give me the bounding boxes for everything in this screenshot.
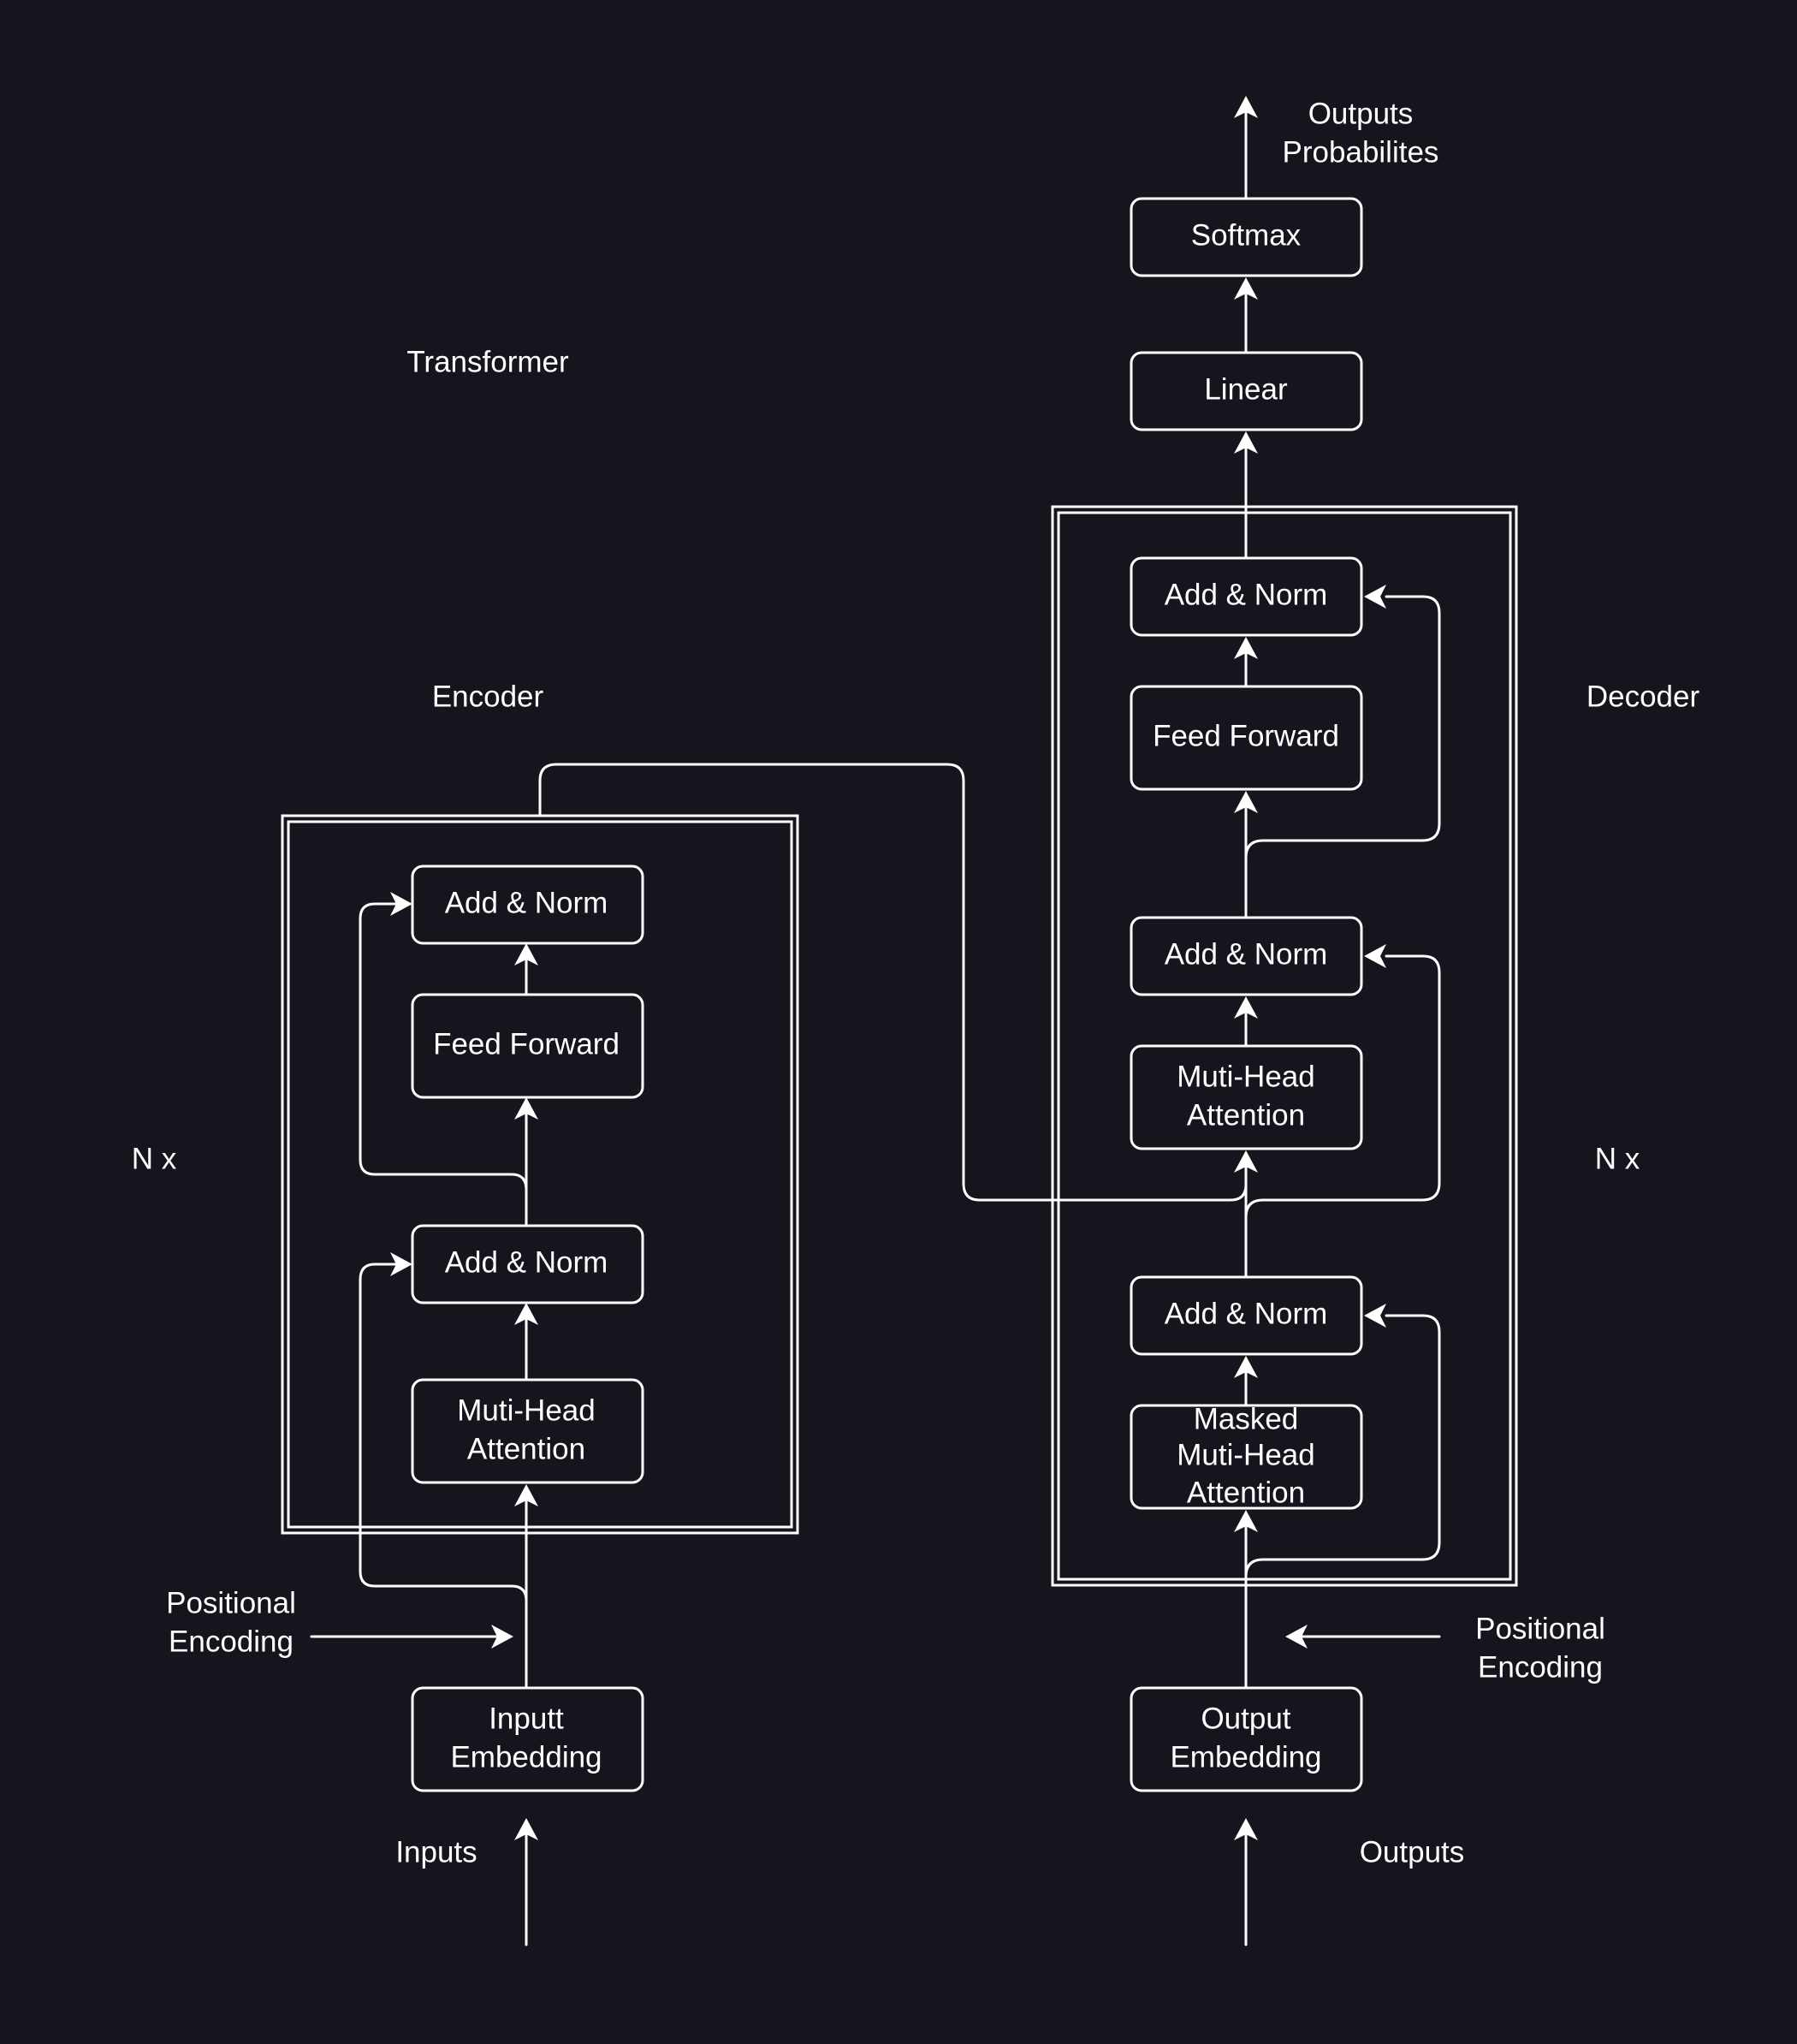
encoder-repeat-label: N x xyxy=(132,1142,177,1175)
arrowhead xyxy=(514,1097,538,1120)
decoder-masked-attention-label-line-2: Muti-Head xyxy=(1177,1438,1314,1471)
arrowhead xyxy=(1234,277,1258,300)
softmax-block: Softmax xyxy=(1130,197,1363,277)
decoder-title: Decoder xyxy=(1586,680,1700,713)
decoder-residual-1-line xyxy=(1244,1314,1441,1578)
decoder-masked-attention-label-line-1: Masked xyxy=(1194,1402,1299,1435)
encoder-feed-forward-block: Feed Forward xyxy=(411,993,644,1099)
encoder-title: Encoder xyxy=(432,680,544,713)
arrowhead xyxy=(491,1625,513,1649)
output-probabilities-label-line-1: Outputs xyxy=(1308,97,1414,130)
arrowhead xyxy=(514,1484,538,1506)
arrowhead xyxy=(1234,637,1258,659)
encoder-attention-label-line-2: Attention xyxy=(467,1432,585,1465)
linear-block: Linear xyxy=(1130,351,1363,431)
arrowhead xyxy=(390,892,412,916)
decoder-positional-encoding-label-line-2: Encoding xyxy=(1478,1650,1603,1684)
decoder-cross-attention-block: Muti-Head Attention xyxy=(1130,1044,1363,1150)
arrowhead xyxy=(1234,1818,1258,1840)
encoder-embedding-label-line-2: Embedding xyxy=(450,1740,602,1774)
encoder-attention-block: Muti-Head Attention xyxy=(411,1378,644,1484)
decoder-stack-frame xyxy=(1051,505,1518,1587)
encoder-feed-forward-label: Feed Forward xyxy=(433,1027,620,1061)
decoder-add-norm-middle-label: Add & Norm xyxy=(1165,937,1328,971)
arrowhead xyxy=(1364,944,1386,968)
decoder-masked-attention-block: Masked Muti-Head Attention xyxy=(1130,1402,1363,1510)
decoder-add-norm-bottom-label: Add & Norm xyxy=(1165,1297,1328,1330)
encoder-attention-label-line-1: Muti-Head xyxy=(457,1393,595,1427)
decoder-cross-attention-label-line-1: Muti-Head xyxy=(1177,1060,1314,1093)
arrowhead xyxy=(1234,996,1258,1019)
output-probabilities-label-line-2: Probabilites xyxy=(1283,135,1439,169)
arrowhead xyxy=(1364,1304,1386,1328)
encoder-to-decoder-line xyxy=(538,763,1248,1202)
decoder-feed-forward-block: Feed Forward xyxy=(1130,685,1363,791)
decoder-embedding-block: Output Embedding xyxy=(1130,1686,1363,1792)
encoder-residual-1-line xyxy=(359,1263,528,1602)
arrowhead xyxy=(1234,791,1258,813)
diagram-title: Transformer xyxy=(406,345,569,378)
linear-label: Linear xyxy=(1204,372,1288,406)
arrowhead xyxy=(1234,1510,1258,1532)
arrowhead xyxy=(1364,585,1386,609)
decoder-residual-2-line xyxy=(1244,954,1441,1219)
decoder-masked-attention-label-line-3: Attention xyxy=(1187,1476,1305,1509)
arrowhead xyxy=(1285,1625,1308,1649)
decoder-feed-forward-label: Feed Forward xyxy=(1153,719,1339,752)
decoder-add-norm-middle-block: Add & Norm xyxy=(1130,916,1363,996)
connector-lines xyxy=(310,101,1441,1946)
decoder-positional-encoding-label-line-1: Positional xyxy=(1475,1612,1605,1645)
encoder-embedding-block: Inputt Embedding xyxy=(411,1686,644,1792)
arrowhead xyxy=(1234,1150,1258,1173)
decoder-repeat-label: N x xyxy=(1595,1142,1640,1175)
decoder-add-norm-top-label: Add & Norm xyxy=(1165,578,1328,611)
encoder-add-norm-bottom-block: Add & Norm xyxy=(411,1224,644,1304)
softmax-label: Softmax xyxy=(1191,218,1302,252)
arrowhead xyxy=(1234,96,1258,118)
decoder-embedding-label-line-1: Output xyxy=(1201,1702,1290,1735)
arrowheads xyxy=(390,96,1386,1840)
arrowhead xyxy=(1234,1356,1258,1378)
decoder-embedding-label-line-2: Embedding xyxy=(1170,1740,1321,1774)
inputs-label: Inputs xyxy=(395,1835,477,1869)
decoder-add-norm-top-block: Add & Norm xyxy=(1130,556,1363,637)
arrowhead xyxy=(514,943,538,966)
decoder-add-norm-bottom-block: Add & Norm xyxy=(1130,1275,1363,1356)
encoder-add-norm-bottom-label: Add & Norm xyxy=(445,1245,608,1279)
encoder-add-norm-top-block: Add & Norm xyxy=(411,865,644,945)
encoder-positional-encoding-label-line-2: Encoding xyxy=(169,1625,294,1658)
arrowhead xyxy=(514,1818,538,1840)
arrowhead xyxy=(390,1252,412,1276)
encoder-add-norm-top-label: Add & Norm xyxy=(445,886,608,919)
encoder-residual-2-line xyxy=(359,902,528,1227)
decoder-cross-attention-label-line-2: Attention xyxy=(1187,1098,1305,1132)
encoder-embedding-label-line-1: Inputt xyxy=(489,1702,564,1735)
encoder-positional-encoding-label-line-1: Positional xyxy=(166,1586,296,1619)
outputs-label: Outputs xyxy=(1360,1835,1465,1869)
arrowhead xyxy=(1234,431,1258,454)
decoder-residual-3-line xyxy=(1244,595,1441,859)
arrowhead xyxy=(514,1303,538,1325)
